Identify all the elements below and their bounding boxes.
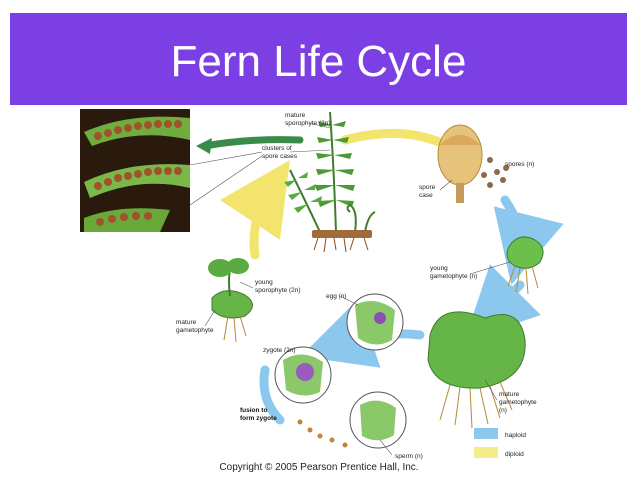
page-title: Fern Life Cycle (170, 37, 467, 86)
svg-text:case: case (419, 192, 433, 199)
legend-label-haploid: haploid (505, 432, 526, 439)
haploid-arrow-gametophyte (464, 264, 541, 341)
copyright: Copyright © 2005 Pearson Prentice Hall, … (219, 462, 419, 473)
svg-text:egg (n): egg (n) (326, 293, 347, 300)
svg-text:sporophyte (2n): sporophyte (2n) (255, 287, 301, 294)
green-arrow (201, 136, 304, 150)
svg-text:young: young (430, 265, 448, 272)
svg-text:gametophyte: gametophyte (176, 327, 214, 334)
legend: haploid diploid (474, 428, 526, 458)
svg-text:spores (n): spores (n) (505, 161, 534, 168)
young-sporophyte-illustration (208, 258, 253, 343)
frond-photo (80, 109, 190, 232)
svg-text:sperm (n): sperm (n) (395, 453, 423, 460)
svg-text:spore: spore (419, 184, 436, 191)
svg-text:fusion to: fusion to (240, 407, 267, 414)
svg-text:gametophyte: gametophyte (499, 399, 537, 406)
green-arrowhead (196, 138, 212, 154)
svg-text:mature: mature (285, 112, 306, 119)
svg-text:young: young (255, 279, 273, 286)
sperm-inset (297, 391, 407, 449)
svg-text:sporophyte (2n): sporophyte (2n) (285, 120, 331, 127)
label-leader-lines (189, 122, 511, 456)
svg-text:(n): (n) (499, 407, 507, 414)
diagram-labels: mature sporophyte (2n) clusters of spore… (176, 112, 537, 460)
svg-text:mature: mature (499, 391, 520, 398)
haploid-arrow-zygote (259, 365, 285, 425)
egg-inset (346, 293, 404, 351)
mature-sporophyte-illustration (284, 111, 376, 253)
legend-swatch-haploid (474, 428, 498, 439)
spore-case-illustration (437, 124, 509, 203)
mature-gametophyte-right-illustration (427, 311, 526, 429)
svg-text:mature: mature (176, 319, 197, 326)
svg-text:form zygote: form zygote (240, 415, 277, 422)
diploid-arrow-left (220, 160, 290, 260)
title-bar: Fern Life Cycle (10, 13, 627, 105)
svg-text:gametophyte (n): gametophyte (n) (430, 273, 477, 280)
legend-swatch-diploid (474, 447, 498, 458)
zygote-inset (274, 346, 332, 404)
svg-text:spore cases: spore cases (262, 153, 298, 160)
legend-label-diploid: diploid (505, 451, 524, 458)
svg-text:clusters of: clusters of (262, 145, 292, 152)
young-gametophyte-illustration (506, 236, 544, 295)
svg-text:zygote (2n): zygote (2n) (263, 347, 296, 354)
